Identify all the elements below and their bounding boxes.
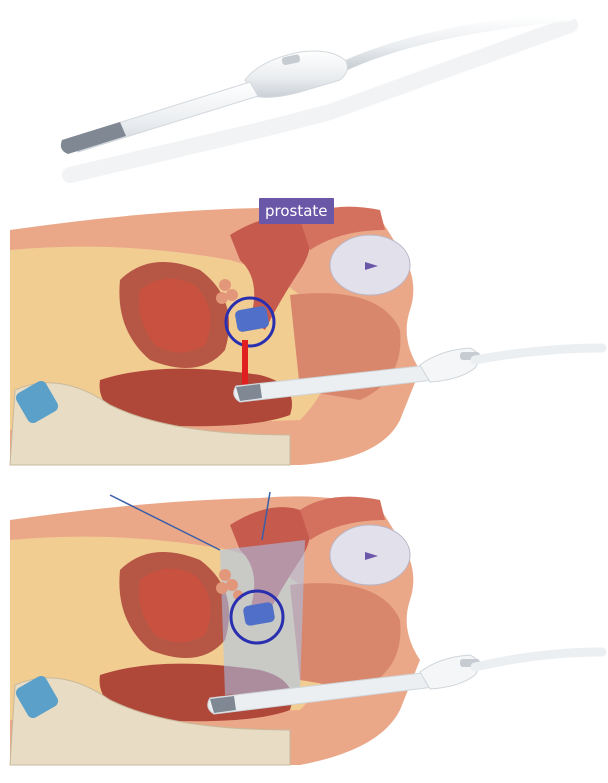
anatomy-cross-section-icon	[0, 190, 608, 480]
anatomy-beam-panel	[0, 480, 608, 783]
anatomy-cross-section-beam-icon	[0, 480, 608, 783]
ultrasound-probe-icon	[0, 0, 608, 190]
prostate-label: prostate	[259, 198, 334, 224]
probe-illustration-panel	[0, 0, 608, 190]
anatomy-measurement-panel	[0, 190, 608, 480]
